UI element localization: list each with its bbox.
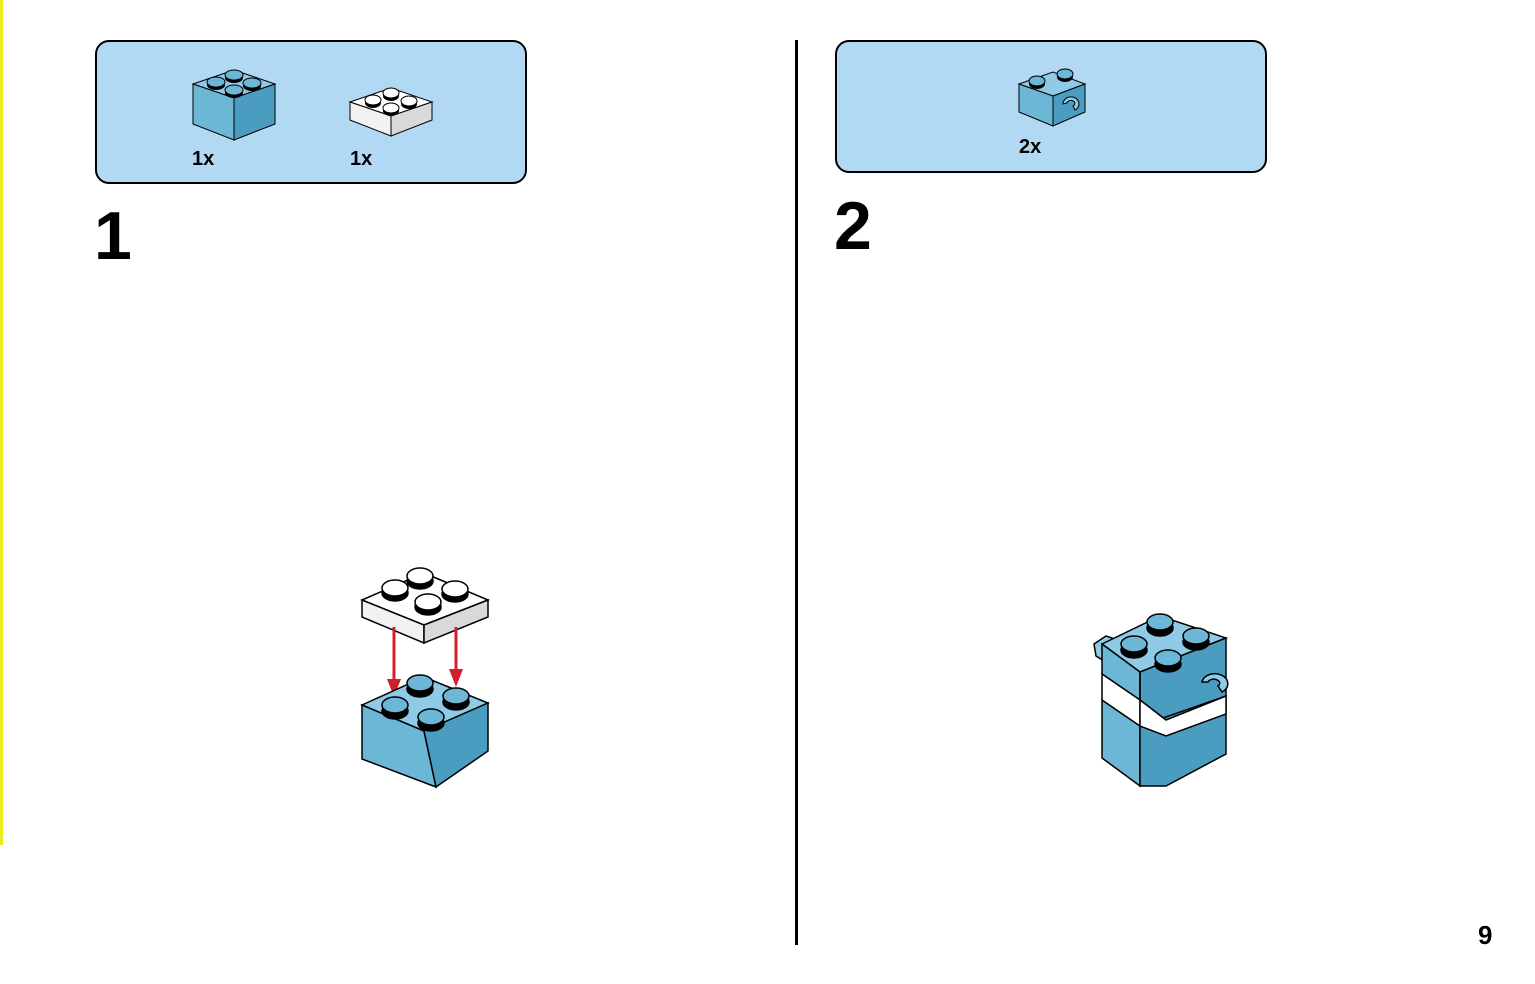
page-divider [795,40,798,945]
step-number: 2 [834,188,872,264]
part-quantity: 1x [192,148,215,170]
white-2x2-plate-icon [348,87,434,137]
step-1-assembly-illustration [360,567,490,789]
step-2-parts-box: 2x [835,40,1267,173]
page-number: 9 [1478,920,1493,950]
page-edge-marker [0,0,3,845]
blue-2x2-brick-icon [191,69,277,141]
blue-brick-with-clip-icon [1017,68,1087,127]
part-quantity: 1x [350,148,373,170]
step-2-assembly-illustration [1093,613,1229,788]
step-number: 1 [94,198,132,274]
step-1-parts-box: 1x 1x [95,40,527,184]
part-quantity: 2x [1019,136,1042,158]
